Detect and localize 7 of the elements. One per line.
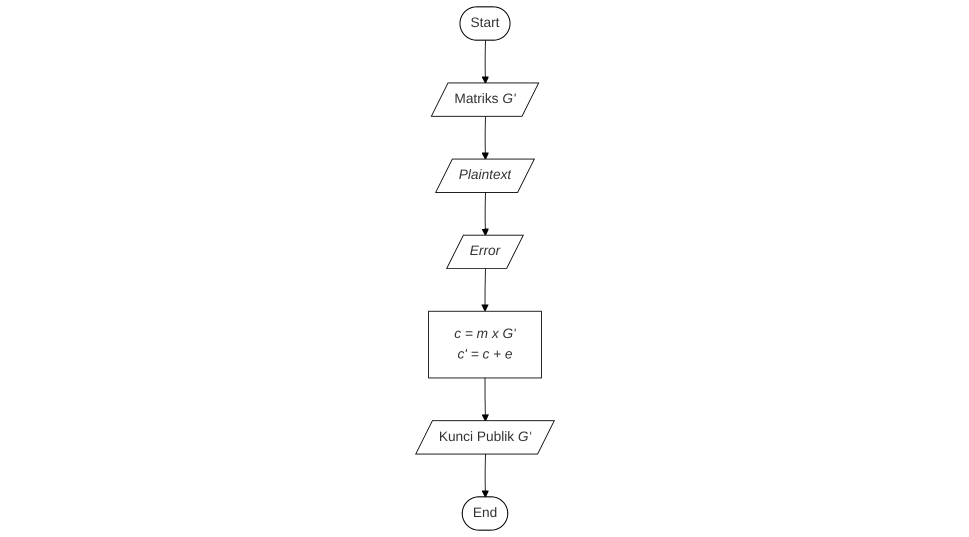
arrow bbox=[481, 116, 489, 160]
arrow bbox=[481, 192, 489, 236]
node-box: c = m x G' c' = c + e bbox=[428, 310, 542, 378]
arrow bbox=[481, 40, 489, 84]
arrow bbox=[480, 268, 488, 312]
arrow bbox=[481, 378, 489, 422]
arrow bbox=[481, 454, 489, 498]
